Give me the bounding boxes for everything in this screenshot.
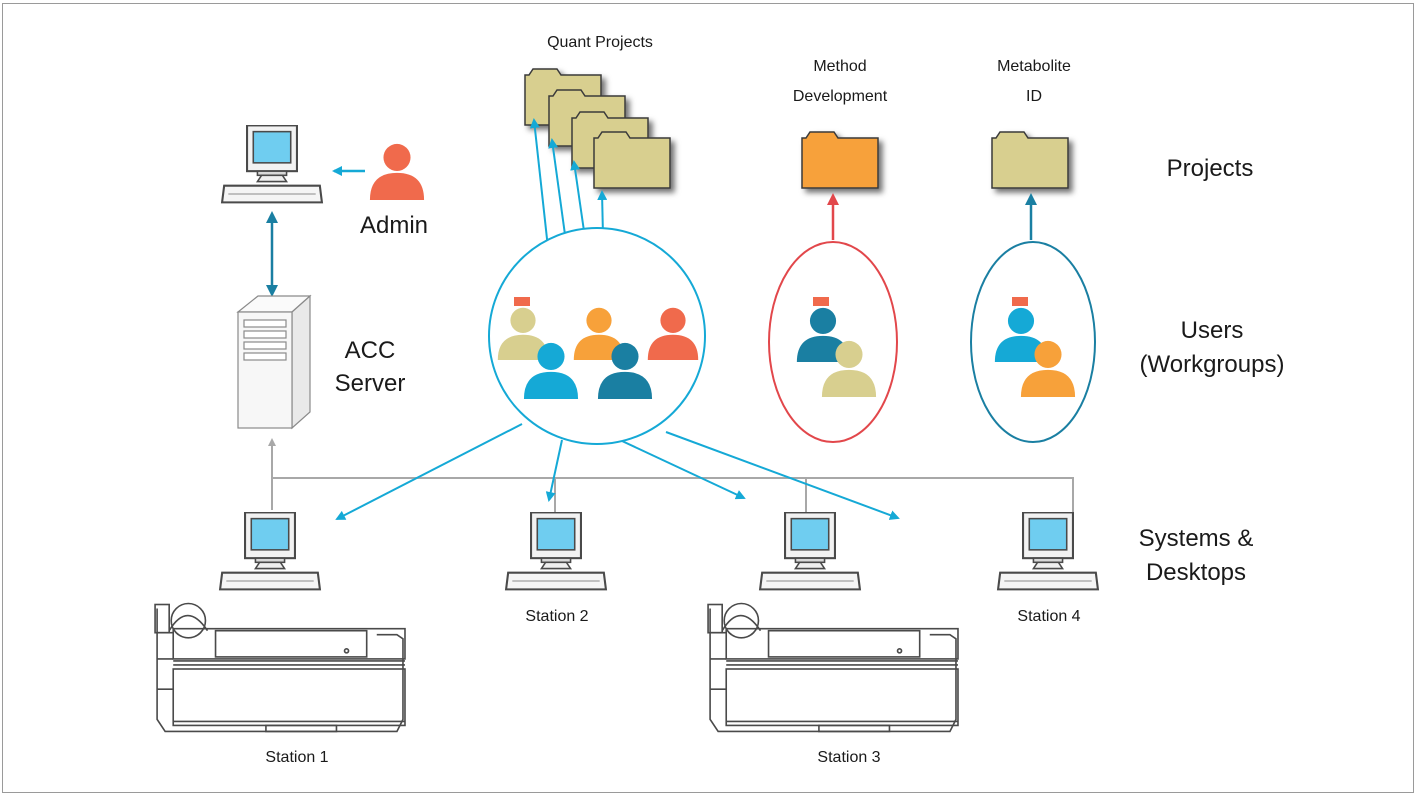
quant-users-group <box>497 297 699 399</box>
network-lines <box>268 438 1074 520</box>
station-2-label: Station 2 <box>525 608 588 625</box>
users-label-line1: Users <box>1181 317 1244 344</box>
station-3-label: Station 3 <box>817 749 880 766</box>
admin-person-icon <box>369 143 425 200</box>
station-4-monitor-icon <box>997 512 1099 591</box>
station-2-monitor-icon <box>505 512 607 591</box>
projects-label: Projects <box>1167 155 1254 182</box>
server-tower-icon <box>236 294 312 430</box>
admin-label: Admin <box>360 212 428 239</box>
admin-monitor-icon <box>221 125 323 204</box>
systems-label-line1: Systems & <box>1139 525 1254 552</box>
station-arrows <box>335 423 900 520</box>
method-dev-label-line1: Method <box>813 58 866 75</box>
quant-folder-stack <box>524 68 671 189</box>
acc-server-label-line2: Server <box>335 370 406 397</box>
acc-server-label-line1: ACC <box>345 337 396 364</box>
method-dev-users-group <box>796 297 877 397</box>
station-4-label: Station 4 <box>1017 608 1080 625</box>
method-dev-label-line2: Development <box>793 88 888 105</box>
systems-label-line2: Desktops <box>1146 559 1246 586</box>
station-3-instrument-icon <box>707 602 959 733</box>
quant-folder-4-icon <box>593 131 671 189</box>
station-1-label: Station 1 <box>265 749 328 766</box>
quant-arrows <box>529 118 608 249</box>
station-3-monitor-icon <box>759 512 861 591</box>
station-1-monitor-icon <box>219 512 321 591</box>
metabolite-label-line1: Metabolite <box>997 58 1071 75</box>
metabolite-users-group <box>994 297 1076 397</box>
station-1-instrument-icon <box>154 602 406 733</box>
method-dev-folder-icon <box>801 131 879 189</box>
hat-icon <box>514 297 530 306</box>
users-label-line2: (Workgroups) <box>1140 351 1285 378</box>
metabolite-label-line2: ID <box>1026 88 1042 105</box>
quant-projects-label: Quant Projects <box>547 34 653 51</box>
hat-icon <box>1012 297 1028 306</box>
hat-icon <box>813 297 829 306</box>
metabolite-folder-icon <box>991 131 1069 189</box>
